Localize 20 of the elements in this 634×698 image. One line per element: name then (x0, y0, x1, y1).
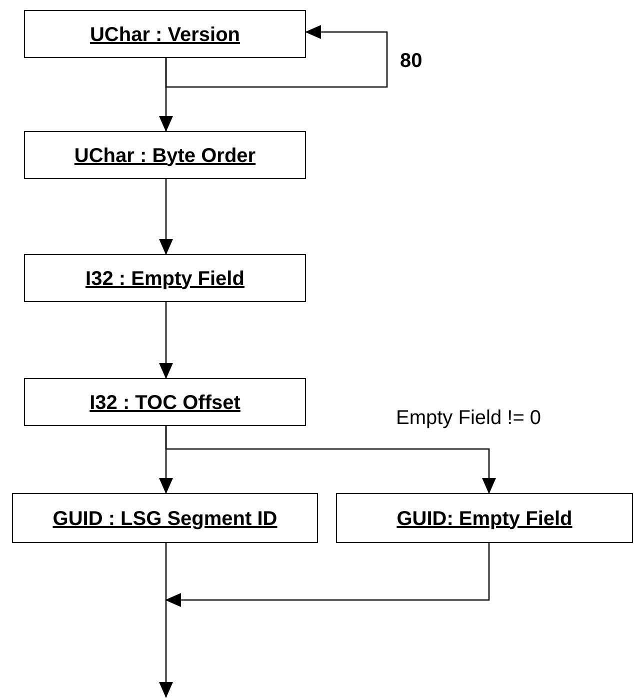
box-label: UChar : Version (90, 22, 240, 46)
process-box (24, 131, 306, 179)
arrow (159, 58, 173, 132)
arrow (165, 543, 490, 607)
process-box (336, 493, 633, 543)
arrow (159, 302, 173, 379)
box-label: GUID : LSG Segment ID (52, 506, 278, 530)
arrow (165, 426, 496, 494)
box-label: UChar : Byte Order (74, 144, 256, 168)
process-box (12, 493, 318, 543)
process-box (24, 378, 306, 426)
process-box (24, 254, 306, 302)
edge-label: Empty Field != 0 (396, 407, 542, 430)
arrow (159, 543, 173, 698)
box-label: I32 : Empty Field (86, 266, 244, 290)
arrow (165, 25, 388, 88)
process-box (24, 10, 306, 58)
arrow (159, 179, 173, 255)
box-label: I32 : TOC Offset (90, 390, 240, 414)
box-label: GUID: Empty Field (396, 506, 572, 530)
